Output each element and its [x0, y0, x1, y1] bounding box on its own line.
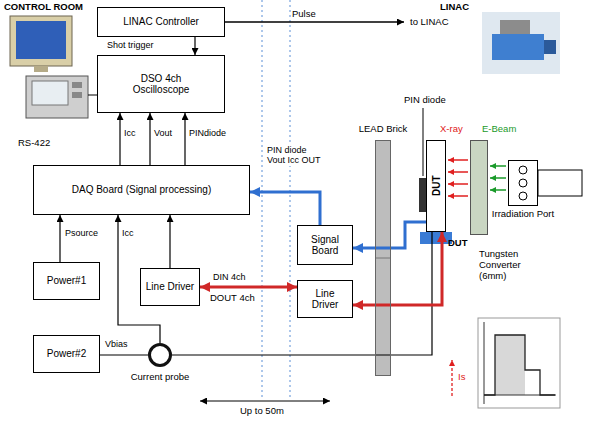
node-label: LEAD Brick	[359, 124, 408, 135]
distance-arrow	[200, 401, 330, 402]
node-label: Tungsten Converter (6mm)	[479, 249, 549, 282]
connector	[149, 113, 150, 165]
edge-label: PIN diode Vout Icc OUT	[266, 145, 324, 166]
node-label: DAQ Board (Signal processing)	[72, 184, 212, 196]
edge-label: Vbias	[104, 339, 129, 349]
line-driver-box: Line Driver	[140, 268, 200, 306]
connector	[353, 222, 426, 248]
section-title: CONTROL ROOM	[4, 2, 83, 13]
edge-label: Icc	[121, 228, 135, 238]
node-label: DSO 4ch Oscilloscope	[116, 73, 206, 96]
connector	[353, 232, 442, 305]
xray-arrows	[448, 160, 468, 196]
beam-name: X-ray	[440, 124, 463, 135]
dut-board: DUT	[426, 140, 446, 232]
beam-name: E-Beam	[482, 124, 516, 135]
linac-photo	[482, 12, 560, 74]
edge-label: Vout	[153, 128, 173, 138]
connector-block	[420, 232, 452, 244]
tungsten-converter: Tungsten Converter (6mm)	[470, 140, 488, 235]
node-label: Irradiation Port	[492, 209, 554, 220]
port-name: RS-422	[18, 138, 50, 149]
edge-label: DIN 4ch	[212, 272, 247, 282]
signal-name: to LINAC	[410, 17, 449, 28]
node-label: Signal Board	[302, 234, 348, 257]
controller-box: LINAC Controller	[97, 7, 225, 37]
part-name: DUT	[448, 238, 468, 249]
node-label: DUT	[430, 176, 442, 197]
connector	[200, 286, 297, 289]
pulse-arrow	[225, 21, 404, 22]
signal-name: Pulse	[292, 9, 316, 20]
line-driver-box: Line Driver	[297, 280, 353, 318]
node-label: Current probe	[131, 372, 190, 383]
room-boundary	[290, 0, 291, 398]
edge-label: Icc	[123, 128, 137, 138]
edge-label: PINdiode	[188, 128, 227, 138]
port-symbol	[519, 166, 582, 200]
power-box: Power#1	[33, 262, 100, 300]
computer-icon	[10, 16, 88, 118]
pin-diode-symbol	[419, 178, 426, 212]
lead-brick-fill	[375, 140, 391, 376]
ebeam-arrows	[490, 166, 506, 190]
connector	[169, 215, 170, 268]
section-title: LINAC	[440, 2, 469, 13]
node-label: LINAC Controller	[123, 16, 199, 28]
node-label: Line Driver	[146, 281, 194, 293]
room-boundary	[262, 0, 263, 398]
node-label: Power#2	[47, 348, 86, 360]
connector	[119, 113, 120, 165]
node-label: Power#1	[47, 275, 86, 287]
connector	[59, 215, 60, 262]
irradiation-port: Irradiation Port	[508, 160, 538, 206]
current-arrow	[451, 360, 452, 396]
power-box: Power#2	[33, 335, 100, 373]
distance-label: Up to 50m	[240, 406, 284, 417]
signal-name: Is	[458, 372, 465, 383]
lead-brick: LEAD Brick	[375, 140, 391, 376]
connector	[100, 354, 148, 355]
daq-board-box: DAQ Board (Signal processing)	[33, 165, 250, 215]
edge-label: Psource	[64, 228, 99, 238]
signal-board-box: Signal Board	[297, 225, 353, 265]
leader-line	[423, 108, 424, 176]
brick-joint	[375, 258, 391, 259]
node-label: Line Driver	[302, 288, 348, 311]
signal-name: DOUT 4ch	[210, 293, 255, 304]
part-name: PIN diode	[404, 95, 446, 106]
connector	[250, 192, 320, 225]
rs422-wire	[88, 95, 97, 96]
waveform-plot	[478, 318, 560, 408]
connector	[184, 113, 185, 165]
current-probe: Current probe	[148, 343, 172, 367]
connector	[194, 37, 195, 55]
edge-label: Shot trigger	[106, 40, 155, 50]
oscilloscope-box: DSO 4ch Oscilloscope	[97, 55, 225, 113]
